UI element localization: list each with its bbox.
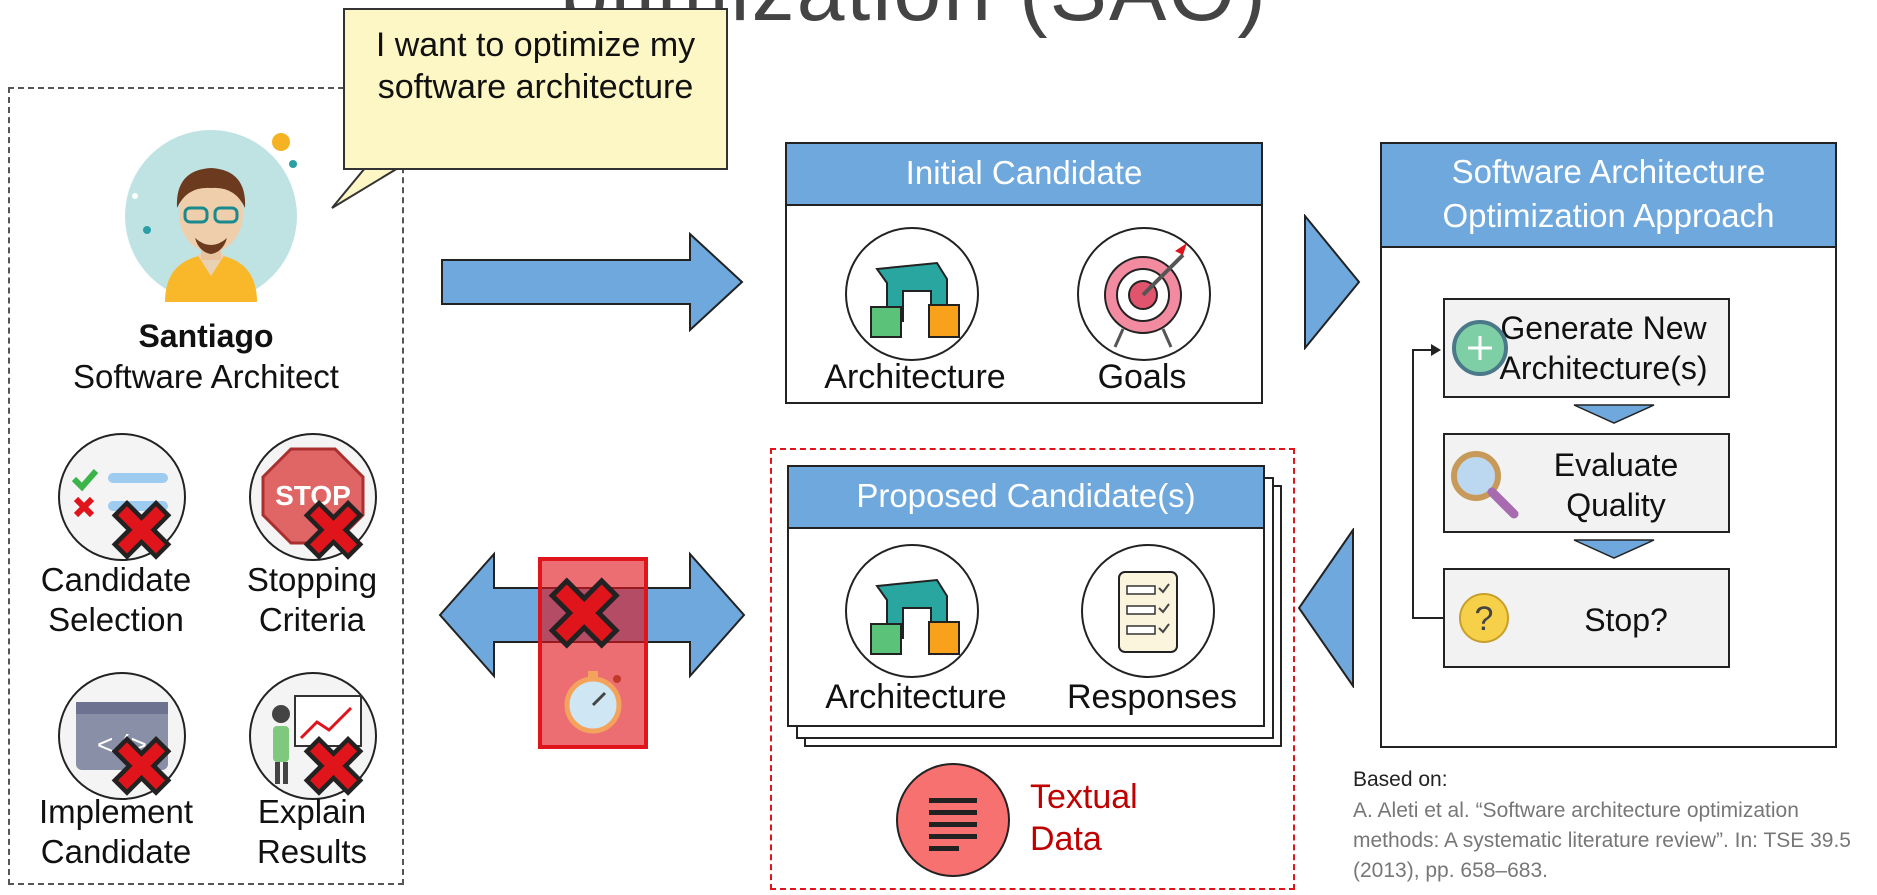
stop-sign-icon: STOP	[249, 433, 377, 561]
cross-icon: ✖	[543, 562, 625, 669]
presentation-icon	[249, 672, 377, 800]
question-icon: ?	[1454, 588, 1514, 648]
blocks-icon	[845, 544, 979, 678]
down-arrow-2	[1573, 539, 1655, 559]
initial-architecture-label: Architecture	[824, 358, 1006, 396]
svg-text:</>: </>	[97, 732, 147, 763]
checklist-icon	[58, 433, 186, 561]
text-lines-icon	[893, 760, 1013, 880]
stopwatch-icon	[557, 665, 629, 737]
approach-header: Software Architecture Optimization Appro…	[1382, 144, 1835, 248]
textual-data-label: Textual Data	[1030, 778, 1138, 858]
step-evaluate-label: Evaluate Quality	[1553, 447, 1679, 523]
task-label-stopping-criteria: Stopping Criteria	[246, 561, 378, 638]
responses-label: Responses	[1066, 678, 1238, 716]
step-generate-label: Generate New Architecture(s)	[1499, 310, 1708, 386]
cross-icon: ✖	[107, 487, 176, 576]
initial-candidate-header: Initial Candidate	[787, 144, 1261, 206]
magnifier-icon	[1446, 446, 1526, 526]
task-label-candidate-selection: Candidate Selection	[40, 561, 192, 638]
step-evaluate: Evaluate Quality	[1443, 433, 1730, 533]
persona-panel	[8, 87, 404, 885]
blocks-icon	[845, 227, 979, 361]
flow-triangle-left	[1297, 528, 1354, 688]
flow-triangle-right	[1304, 214, 1361, 350]
goals-label: Goals	[1097, 358, 1187, 396]
loop-connector	[1412, 344, 1443, 619]
cross-icon: ✖	[299, 723, 368, 812]
task-label-implement-candidate: Implement Candidate	[38, 793, 194, 870]
code-window-icon: </>	[58, 672, 186, 800]
proposed-architecture-label: Architecture	[825, 678, 1007, 716]
svg-text:STOP: STOP	[275, 480, 351, 511]
cross-icon: ✖	[299, 487, 368, 576]
persona-role: Software Architect	[73, 358, 339, 395]
plus-icon	[1450, 318, 1510, 378]
speech-bubble: I want to optimize my software architect…	[343, 8, 728, 170]
reference-label: Based on:	[1353, 768, 1448, 791]
form-icon	[1081, 544, 1215, 678]
task-label-explain-results: Explain Results	[256, 793, 368, 870]
svg-text:?: ?	[1475, 600, 1494, 638]
avatar	[125, 130, 297, 302]
textual-data-highlight	[770, 448, 1295, 890]
proposed-candidate-header: Proposed Candidate(s)	[789, 467, 1263, 529]
persona-name: Santiago	[138, 318, 274, 354]
step-stop-label: Stop?	[1584, 602, 1668, 638]
target-icon	[1077, 227, 1211, 361]
right-arrow	[441, 232, 744, 332]
down-arrow-1	[1573, 404, 1655, 424]
cross-icon: ✖	[107, 723, 176, 812]
reference-citation: A. Aleti et al. “Software architecture o…	[1353, 799, 1851, 882]
